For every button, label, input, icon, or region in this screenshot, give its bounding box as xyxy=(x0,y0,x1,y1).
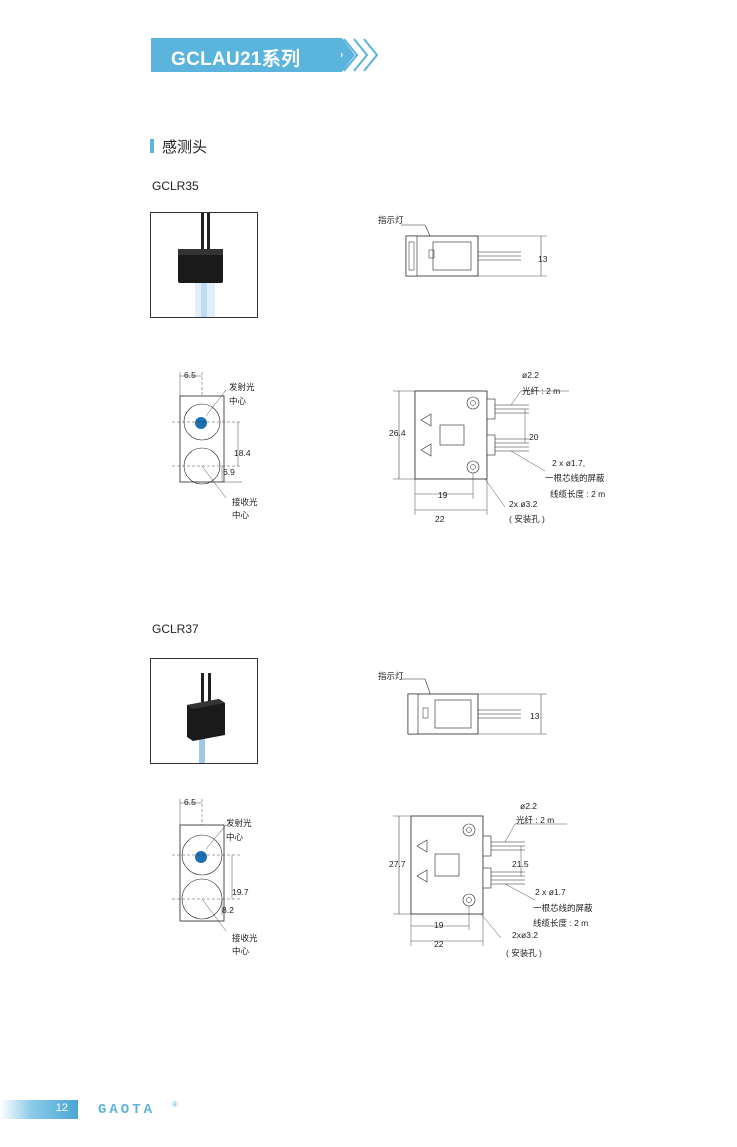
header-banner: GCLAU21系列 xyxy=(151,38,341,72)
body-width-dim: 22 xyxy=(435,514,445,524)
company-logo: GAOTA xyxy=(98,1102,156,1118)
section-marker xyxy=(150,139,154,153)
fiber-dia: ø2.2 xyxy=(520,801,538,811)
emit-label: 发射光 xyxy=(229,382,255,392)
body-height-dim: 27.7 xyxy=(389,859,406,869)
side-view-drawing xyxy=(401,678,547,735)
emit-label: 发射光 xyxy=(226,818,252,828)
registered-mark: ® xyxy=(172,1100,178,1109)
mount-hole: 2x ø3.2 xyxy=(509,499,538,509)
emit-label-2: 中心 xyxy=(226,832,244,842)
front-width-dim: 6.5 xyxy=(184,370,196,380)
pitch-dim: 18.4 xyxy=(234,448,251,458)
pitch-dim: 19.7 xyxy=(232,887,249,897)
mount-hole-note: ( 安装孔 ) xyxy=(506,948,542,958)
top-view-drawing xyxy=(393,815,567,946)
series-title: GCLAU21系列 xyxy=(171,49,301,70)
model-name: GCLR37 xyxy=(152,622,199,636)
product-photo xyxy=(150,658,258,764)
cable-dia: 2 x ø1.7, xyxy=(552,458,586,468)
indicator-label: 指示灯 xyxy=(378,671,404,681)
fiber-dia: ø2.2 xyxy=(522,370,540,380)
side-view-drawing xyxy=(401,224,547,277)
body-height-dim: 26.4 xyxy=(389,428,406,438)
chevron-arrows-icon xyxy=(330,38,379,72)
page-number: 12 xyxy=(55,1102,68,1114)
model-name: GCLR35 xyxy=(152,179,199,193)
offset-dim: 8.2 xyxy=(222,905,234,915)
front-width-dim: 6.5 xyxy=(184,797,196,807)
cable-length: 线缆长度 : 2 m xyxy=(550,489,606,499)
product-photo xyxy=(150,212,258,318)
footer-bar: 12 xyxy=(0,1100,78,1119)
indicator-label: 指示灯 xyxy=(378,215,404,225)
cable-type: 一根芯线的屏蔽 xyxy=(545,473,605,483)
cable-dia: 2 x ø1.7 xyxy=(535,887,566,897)
emit-label-2: 中心 xyxy=(229,396,247,406)
body-width-dim: 22 xyxy=(434,939,444,949)
recv-label-2: 中心 xyxy=(232,510,250,520)
section-title: 感测头 xyxy=(162,139,208,156)
fiber-length: 光纤 : 2 m xyxy=(516,815,555,825)
side-height-dim: 13 xyxy=(538,254,548,264)
top-view-drawing xyxy=(393,390,569,515)
inner-width-dim: 19 xyxy=(434,920,444,930)
side-height-dim: 13 xyxy=(530,711,540,721)
mount-hole-note: ( 安装孔 ) xyxy=(509,514,545,524)
fiber-pitch-dim: 20 xyxy=(529,432,539,442)
cable-type: 一根芯线的屏蔽 xyxy=(533,903,593,913)
mount-hole: 2xø3.2 xyxy=(512,930,538,940)
recv-label: 接收光 xyxy=(232,933,258,943)
fiber-pitch-dim: 21.5 xyxy=(512,859,529,869)
inner-width-dim: 19 xyxy=(438,490,448,500)
recv-label-2: 中心 xyxy=(232,946,250,956)
recv-label: 接收光 xyxy=(232,497,258,507)
cable-length: 线缆长度 : 2 m xyxy=(533,918,589,928)
offset-dim: 6.9 xyxy=(223,467,235,477)
fiber-length: 光纤 : 2 m xyxy=(522,386,561,396)
front-view-drawing xyxy=(172,799,242,932)
front-view-drawing xyxy=(172,372,242,499)
